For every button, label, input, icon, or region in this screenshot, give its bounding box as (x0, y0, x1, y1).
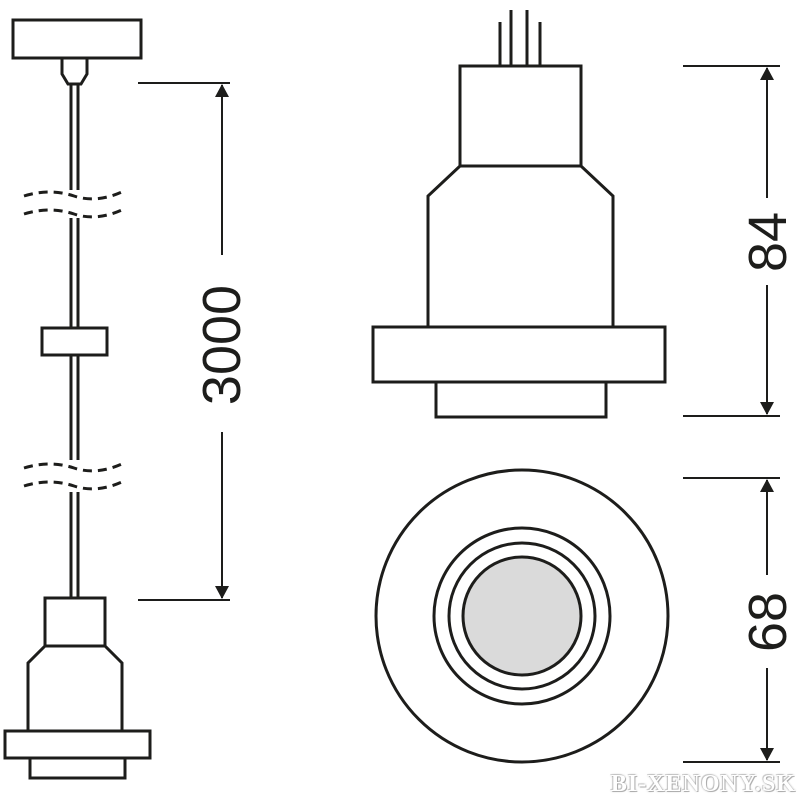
canopy-cable-connector (60, 56, 89, 86)
dimension-height (683, 65, 780, 417)
dimension-label-diameter: 68 (738, 592, 798, 652)
lamp-holder-bottom-view (374, 468, 670, 764)
dimension-label-length: 3000 (192, 285, 252, 405)
holder-flange (371, 325, 667, 384)
cable-break-mark-lower (23, 460, 127, 491)
holder-body (426, 164, 615, 329)
holder-neck (458, 64, 583, 168)
cable-clamp (40, 326, 109, 357)
lamp-holder-small (3, 596, 152, 780)
lamp-holder-side-view (371, 10, 667, 419)
cable-break-mark-upper (23, 188, 127, 219)
dimension-label-height: 84 (738, 212, 798, 272)
watermark: BI-XENONY.SK (610, 771, 796, 797)
holder-socket (434, 380, 608, 419)
ceiling-canopy (11, 18, 143, 60)
dimension-diameter (683, 477, 780, 763)
pendant-side-view (3, 18, 152, 780)
dimension-cable-length (138, 82, 230, 601)
lamp-face-circle (461, 555, 583, 677)
